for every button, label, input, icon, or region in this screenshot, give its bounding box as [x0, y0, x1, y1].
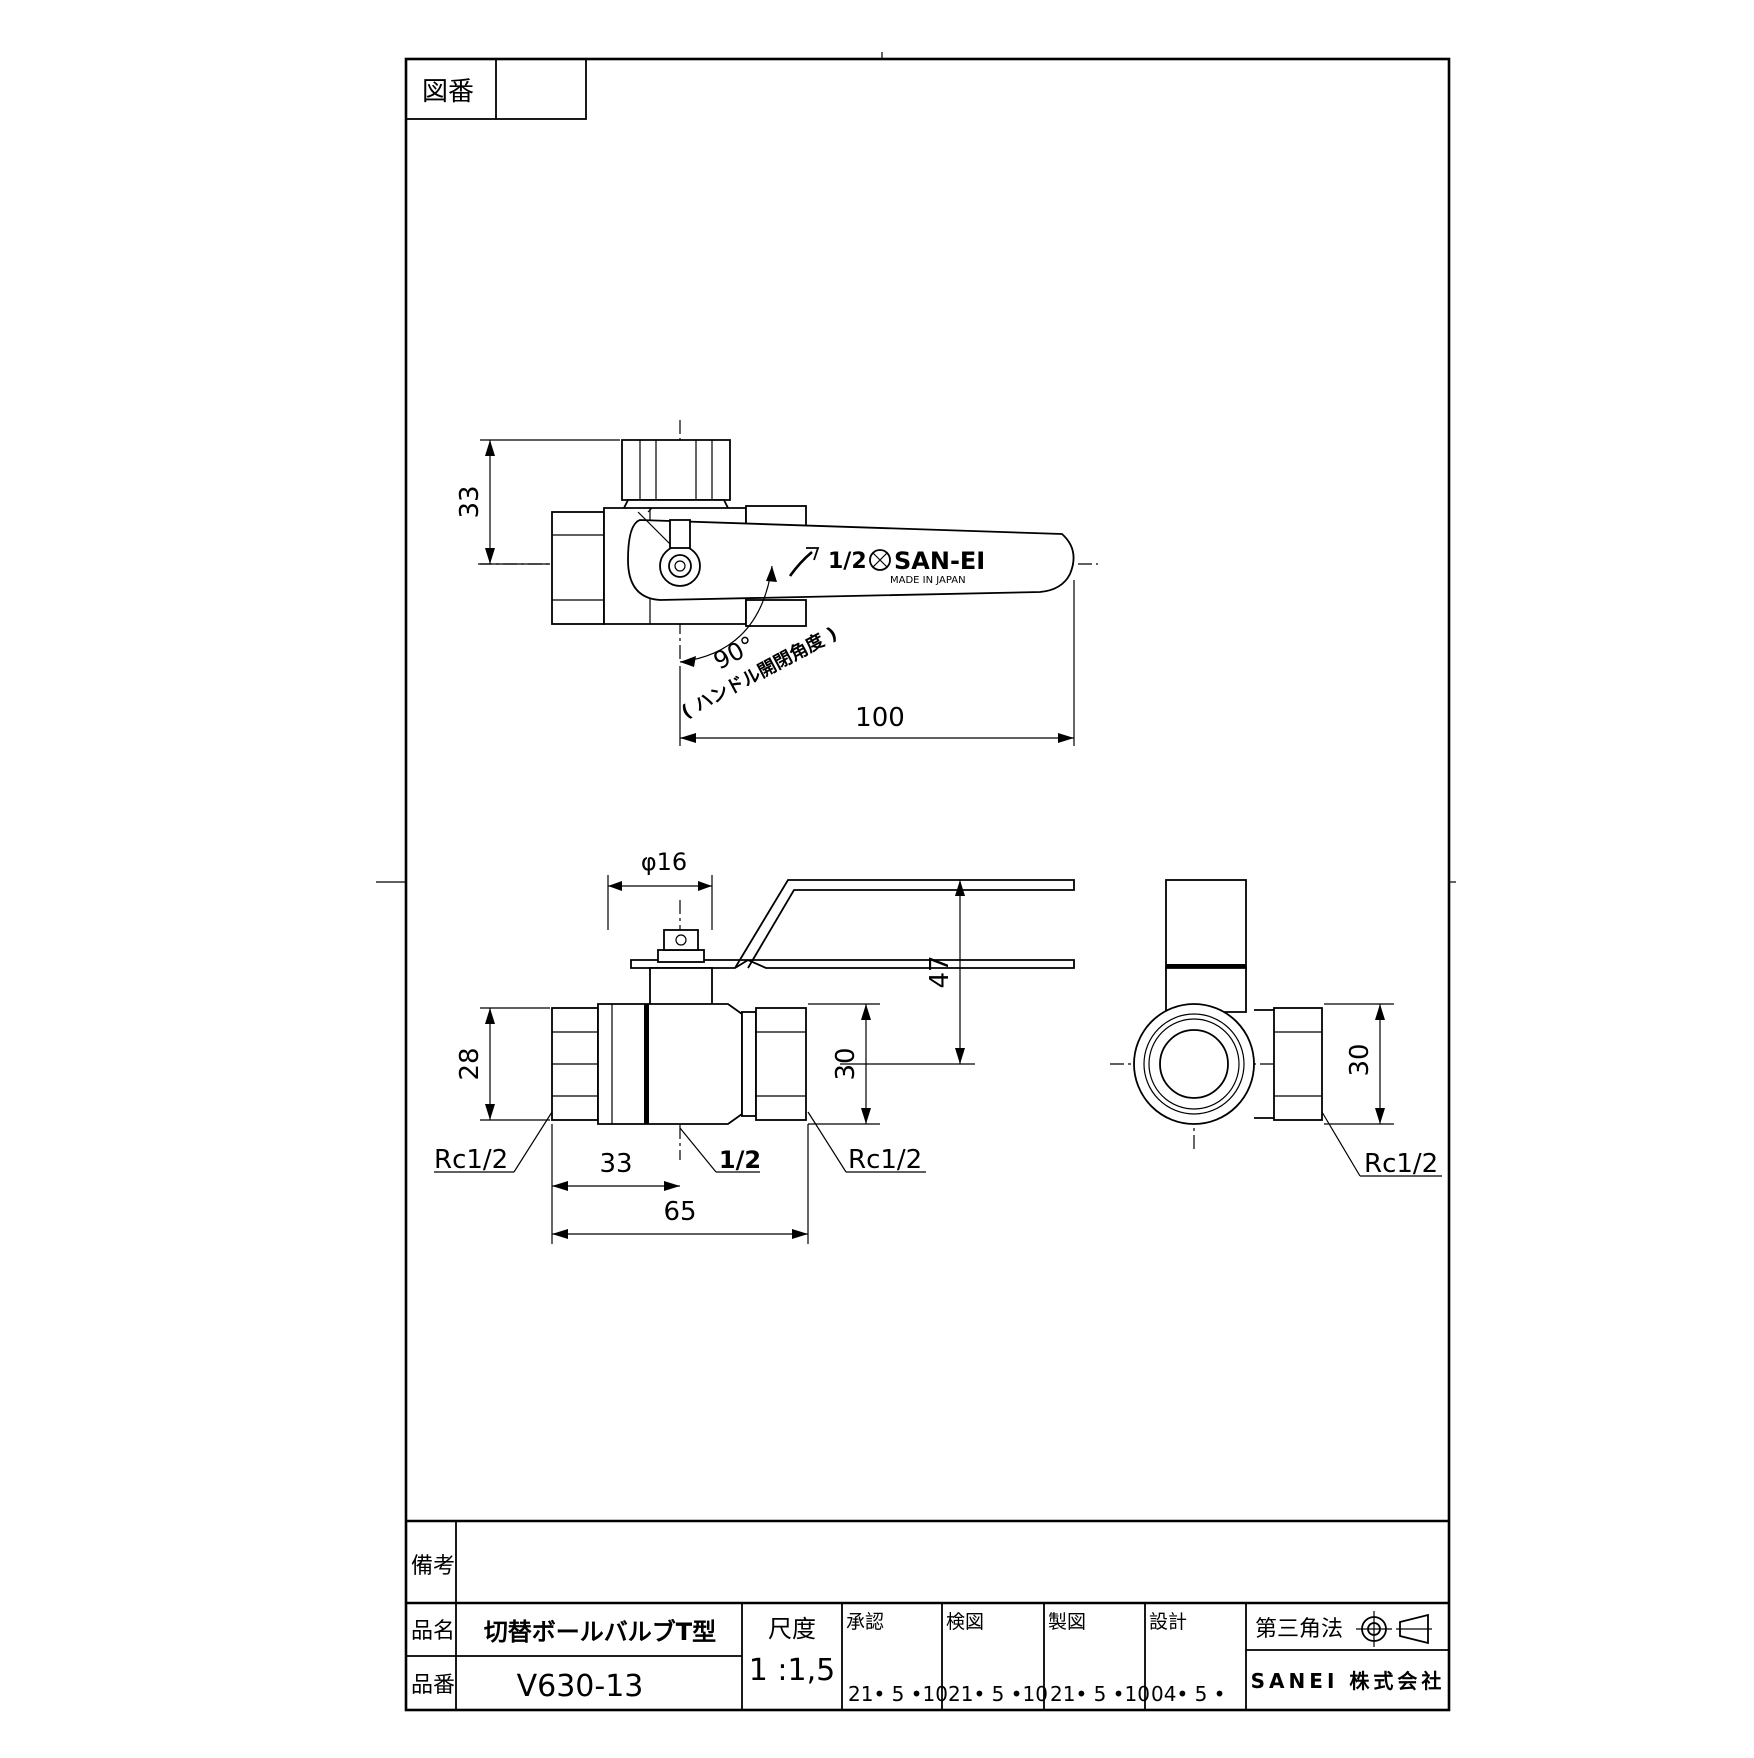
third-angle-projection-icon	[1356, 1611, 1432, 1647]
draft-label: 製図	[1048, 1611, 1086, 1633]
part-number: V630-13	[517, 1669, 644, 1704]
company-name: SANEI 株式会社	[1251, 1669, 1446, 1693]
check-date: 21• 5 •10	[948, 1682, 1048, 1706]
handle-angle-note: ( ハンドル開閉角度 )	[678, 622, 841, 723]
handle-brand-marking: SAN-EI	[894, 547, 985, 575]
handle-size-marking: 1/2	[828, 549, 867, 574]
size-mark: 1/2	[719, 1146, 761, 1174]
top-height-dimension: 33	[455, 485, 485, 518]
front-view: φ16 47 28 30 Rc1/2 Rc1/2 33 1/2	[434, 848, 1075, 1244]
side-view: 30 Rc1/2	[1110, 879, 1442, 1179]
side-height-dimension: 30	[1345, 1043, 1375, 1076]
approval-label: 承認	[846, 1611, 884, 1633]
left-thread-label: Rc1/2	[434, 1145, 508, 1175]
handle-origin-marking: MADE IN JAPAN	[890, 575, 966, 586]
right-height-dimension: 30	[831, 1047, 861, 1080]
total-length-dimension: 65	[663, 1197, 696, 1227]
name-label: 品名	[411, 1619, 455, 1644]
handle-height-dimension: 47	[925, 955, 955, 988]
scale-label: 尺度	[768, 1615, 816, 1643]
scale-value: 1 :1,5	[749, 1653, 835, 1688]
remarks-label: 備考	[411, 1554, 455, 1579]
part-no-label: 品番	[411, 1673, 455, 1698]
sanei-logo-icon	[869, 549, 891, 571]
projection-label: 第三角法	[1255, 1617, 1343, 1642]
approval-date: 21• 5 •10	[848, 1682, 948, 1706]
product-name: 切替ボールバルブT型	[484, 1618, 716, 1646]
draft-date: 21• 5 •10	[1050, 1682, 1150, 1706]
stem-diameter-dimension: φ16	[641, 848, 687, 876]
sheet-border	[404, 57, 1451, 1712]
check-label: 検図	[946, 1611, 984, 1633]
drawing-number-label: 図番	[422, 77, 474, 107]
right-thread-label: Rc1/2	[848, 1145, 922, 1175]
center-offset-dimension: 33	[599, 1149, 632, 1179]
design-date: 04• 5 •	[1151, 1682, 1225, 1706]
design-label: 設計	[1149, 1611, 1187, 1633]
side-thread-label: Rc1/2	[1364, 1149, 1438, 1179]
left-height-dimension: 28	[455, 1047, 485, 1080]
top-length-dimension: 100	[855, 703, 905, 733]
top-view: 1/2 SAN-EI MADE IN JAPAN 33 90° ( ハンドル開閉…	[455, 420, 1098, 746]
